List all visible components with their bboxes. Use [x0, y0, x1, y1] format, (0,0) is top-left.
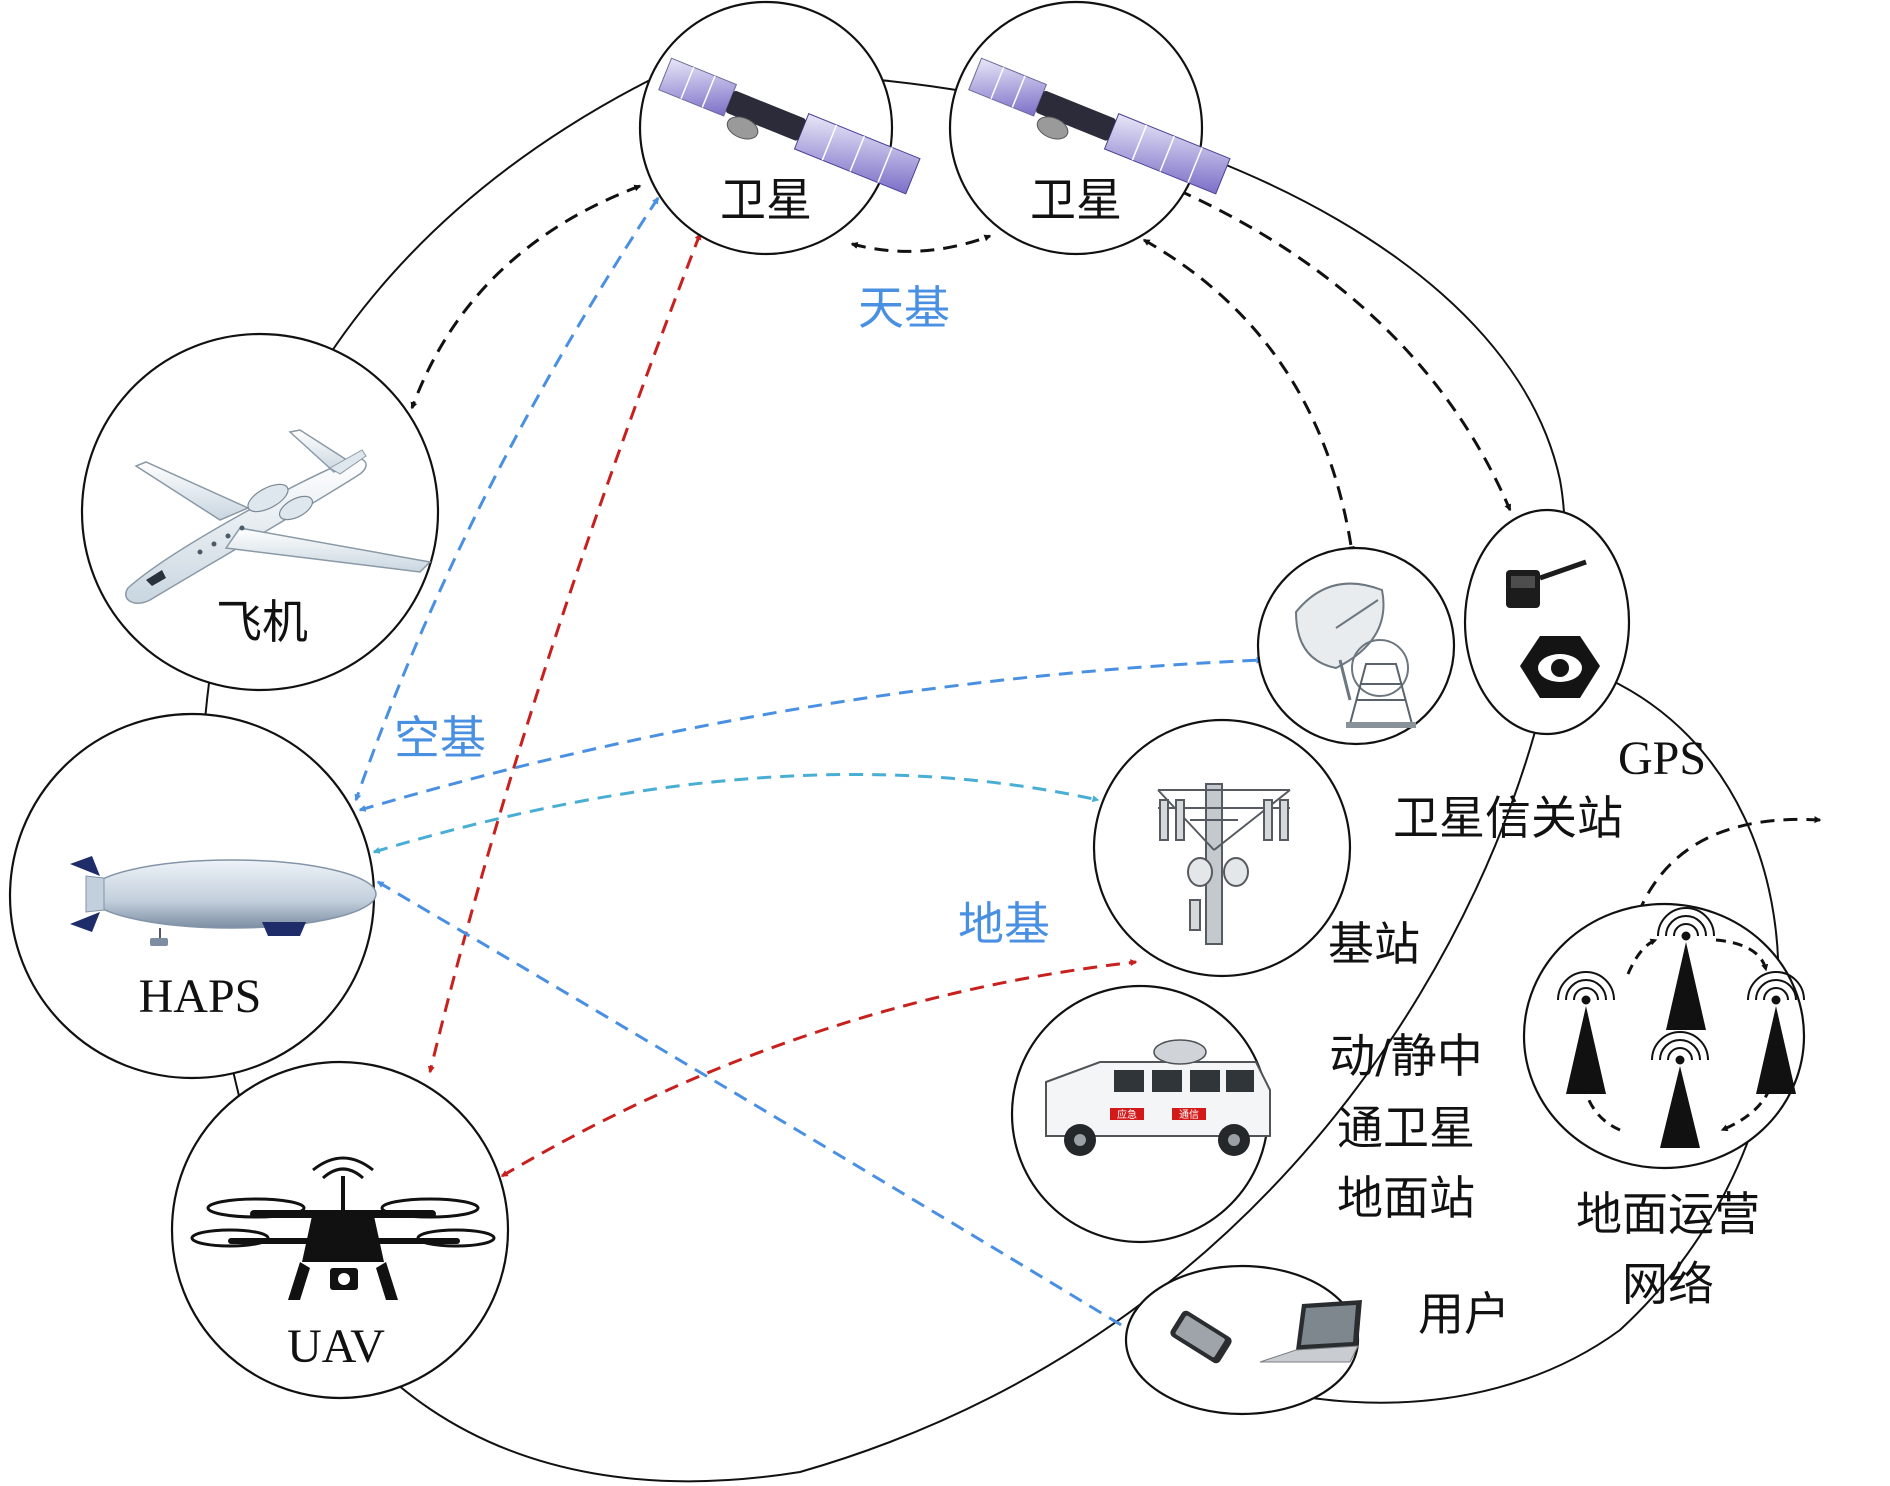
vehicle-icon: 应急 通信 — [1045, 1039, 1271, 1156]
haps-node[interactable]: HAPS — [8, 712, 377, 1080]
haps-label: HAPS — [139, 970, 262, 1023]
uav-label: UAV — [287, 1320, 385, 1373]
cell-tower-icon — [1157, 783, 1291, 945]
laptop-icon — [1259, 1300, 1362, 1363]
satellite-icon — [658, 57, 921, 195]
mobile-station-label-line-1: 动/静中 — [1329, 1029, 1483, 1083]
gps-device-icon — [1506, 559, 1587, 608]
mobile-station-label-line-2: 通卫星 — [1337, 1101, 1475, 1155]
gateway-label: 卫星信关站 — [1393, 791, 1623, 845]
drone-icon — [190, 1156, 496, 1300]
users-label: 用户 — [1418, 1287, 1510, 1341]
gps-node[interactable]: GPS — [1463, 508, 1706, 785]
link-uav-basestation — [500, 959, 1138, 1178]
uav-node[interactable]: UAV — [170, 1060, 510, 1400]
space-segment-label: 天基 — [858, 281, 950, 335]
satellite-left-label: 卫星 — [720, 173, 812, 227]
link-sat-gateway — [1142, 238, 1355, 554]
ground-segment-label: 地基 — [958, 897, 1050, 951]
dish-antenna-icon — [1294, 582, 1416, 728]
link-sat-sat — [850, 234, 992, 253]
satellite-left-node[interactable]: 卫星 — [638, 0, 921, 256]
satellite-right-label: 卫星 — [1030, 173, 1122, 227]
link-sat-gps — [1176, 188, 1512, 512]
signal-tower-icon — [1557, 907, 1805, 1148]
ground-network-node[interactable]: 地面运营 网络 — [1522, 902, 1806, 1311]
satellite-right-node[interactable]: 卫星 — [948, 0, 1231, 256]
link-haps-gateway — [358, 656, 1264, 812]
plane-node[interactable]: 飞机 — [80, 332, 440, 692]
ground-network-label-line-1: 地面运营 — [1576, 1187, 1760, 1241]
base-station-node[interactable]: 基站 — [1092, 718, 1420, 978]
link-haps-basestation — [372, 772, 1100, 854]
plane-label: 飞机 — [216, 595, 308, 649]
gateway-node[interactable] — [1256, 546, 1456, 746]
satellite-icon — [968, 57, 1231, 195]
mobile-station-node[interactable]: 应急 通信 动/静中 通卫星 地面站 — [1010, 984, 1483, 1244]
users-node[interactable]: 用户 — [1124, 1264, 1510, 1416]
smartphone-icon — [1170, 1310, 1232, 1364]
air-segment-label: 空基 — [394, 711, 486, 765]
airship-icon — [70, 856, 377, 946]
links — [354, 184, 1822, 1336]
vehicle-text-1: 应急 — [1117, 1108, 1137, 1121]
location-eye-icon — [1520, 636, 1600, 698]
base-station-label: 基站 — [1328, 917, 1420, 971]
vehicle-text-2: 通信 — [1179, 1109, 1199, 1121]
mobile-station-label-line-3: 地面站 — [1337, 1171, 1475, 1225]
link-sat-uav — [427, 232, 702, 1074]
ground-network-label-line-2: 网络 — [1622, 1257, 1714, 1311]
gps-label: GPS — [1618, 732, 1706, 785]
link-gps-network — [1636, 816, 1822, 916]
airplane-icon — [125, 429, 432, 604]
